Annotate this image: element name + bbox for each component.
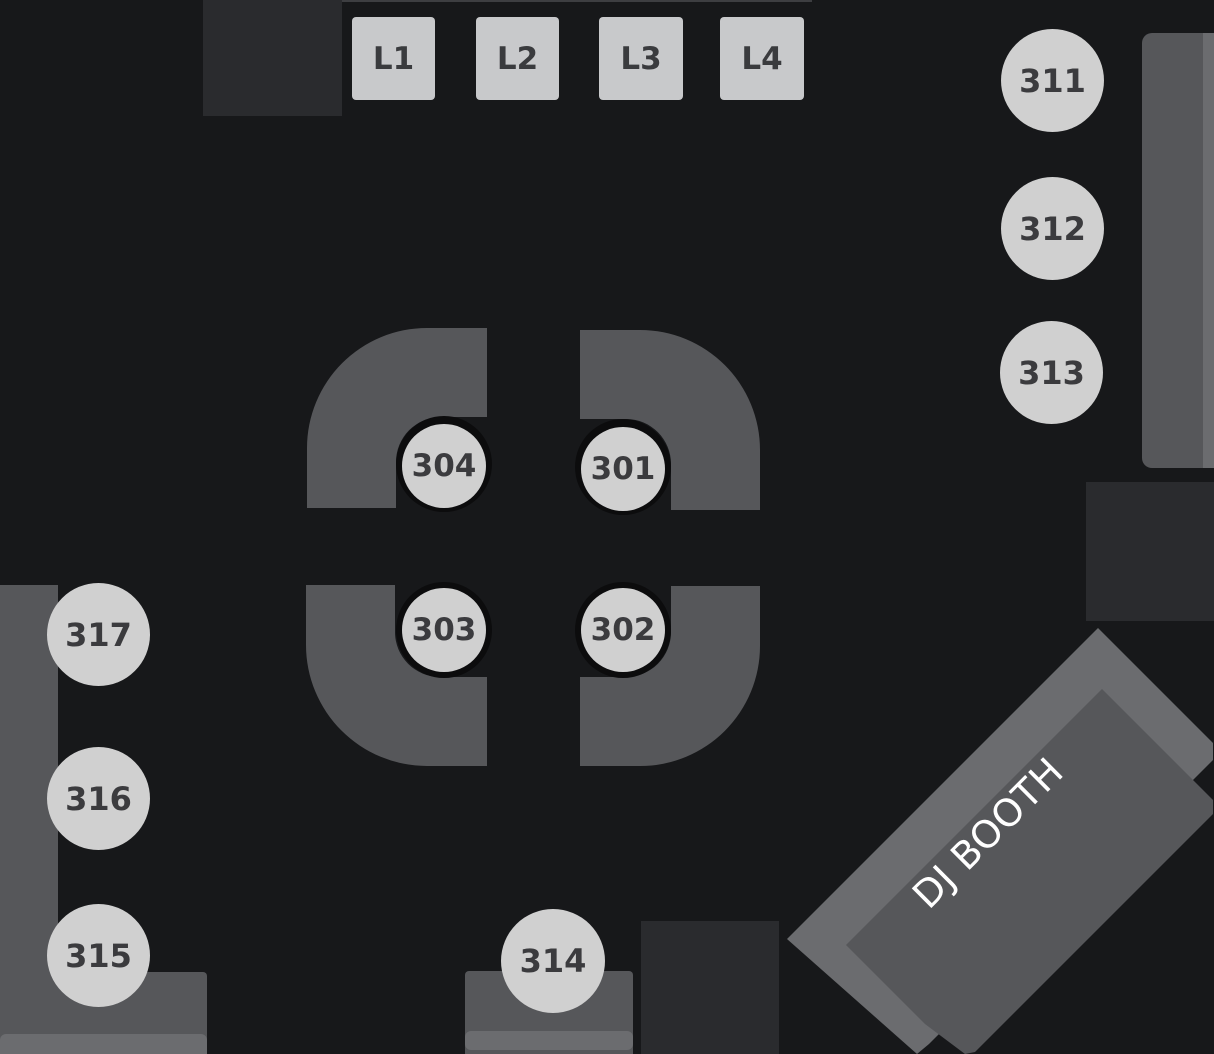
right-wall-bench-edge xyxy=(1203,33,1214,468)
dj-booth-shape xyxy=(787,628,1213,1054)
booth-301 xyxy=(580,330,760,510)
bottom-left-bench-edge xyxy=(0,1034,207,1054)
locker-l3[interactable]: L3 xyxy=(599,17,683,100)
top-wall-line xyxy=(342,0,812,2)
locker-l1[interactable]: L1 xyxy=(352,17,435,100)
locker-l4[interactable]: L4 xyxy=(720,17,804,100)
side-block xyxy=(1086,482,1214,621)
table-312[interactable]: 312 xyxy=(1001,177,1104,280)
booth-304 xyxy=(307,328,487,508)
locker-l2[interactable]: L2 xyxy=(476,17,559,100)
table-315[interactable]: 315 xyxy=(47,904,150,1007)
booth-303 xyxy=(306,585,487,766)
booth-302 xyxy=(580,586,760,766)
bottom-block xyxy=(641,921,779,1054)
right-wall-bench xyxy=(1142,33,1214,468)
entrance-block xyxy=(203,0,342,116)
table-313[interactable]: 313 xyxy=(1000,321,1103,424)
table-317[interactable]: 317 xyxy=(47,583,150,686)
table-311[interactable]: 311 xyxy=(1001,29,1104,132)
table-302[interactable]: 302 xyxy=(581,588,665,672)
table-316[interactable]: 316 xyxy=(47,747,150,850)
bottom-center-bench-edge xyxy=(465,1031,633,1050)
table-303[interactable]: 303 xyxy=(402,588,486,672)
table-314[interactable]: 314 xyxy=(501,909,605,1013)
table-304[interactable]: 304 xyxy=(402,424,486,508)
table-301[interactable]: 301 xyxy=(581,427,665,511)
